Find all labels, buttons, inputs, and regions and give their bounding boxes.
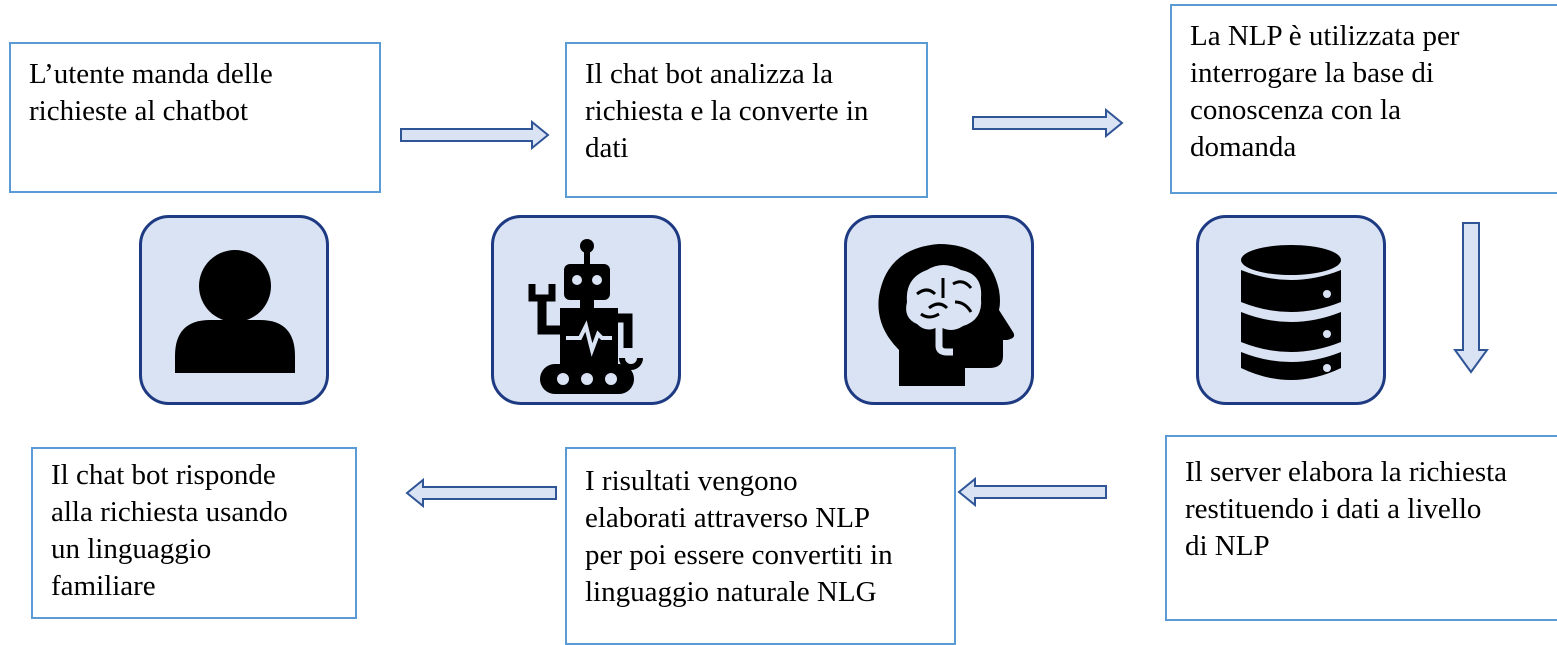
step-results-nlg: I risultati vengono elaborati attraverso…	[565, 447, 956, 645]
step-server-process: Il server elabora la richiesta restituen…	[1165, 435, 1557, 621]
arrow-right-icon	[972, 107, 1124, 139]
robot-tile	[491, 215, 681, 405]
database-tile	[1196, 215, 1386, 405]
brain-head-icon	[878, 244, 1015, 386]
robot-icon	[528, 239, 643, 394]
step-chatbot-response: Il chat bot risponde alla richiesta usan…	[31, 447, 357, 619]
arrow-left-icon	[405, 477, 557, 509]
user-icon	[175, 250, 295, 373]
arrow-right-icon	[400, 119, 550, 151]
user-tile	[139, 215, 329, 405]
step-user-request: L’utente manda delle richieste al chatbo…	[9, 42, 381, 193]
step-chatbot-analyze: Il chat bot analizza la richiesta e la c…	[565, 42, 928, 198]
arrow-left-icon	[957, 476, 1107, 508]
brain-tile	[844, 215, 1034, 405]
step-nlp-query: La NLP è utilizzata per interrogare la b…	[1170, 4, 1557, 194]
arrow-down-icon	[1453, 222, 1489, 374]
database-icon	[1241, 245, 1341, 380]
